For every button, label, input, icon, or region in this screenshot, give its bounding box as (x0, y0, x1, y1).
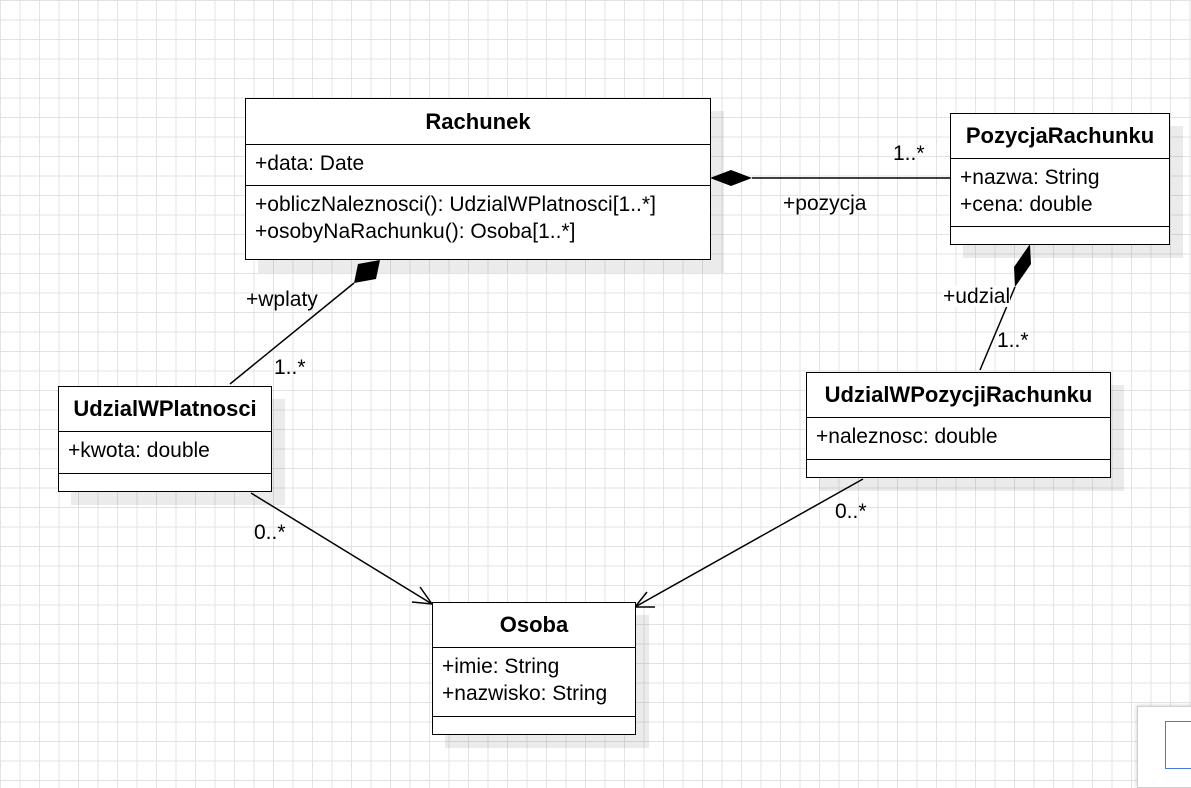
attribute: +nazwa: String (960, 166, 1100, 189)
multiplicity-udzial: 1..* (997, 329, 1029, 352)
multiplicity-pozycji-osoba: 0..* (835, 500, 867, 523)
attribute: +data: Date (255, 152, 365, 175)
operation: +osobyNaRachunku(): Osoba[1..*] (255, 220, 576, 243)
attribute: +naleznosc: double (816, 425, 998, 448)
operations-section (59, 474, 271, 490)
class-name: UdzialWPozycjiRachunku (807, 373, 1110, 418)
composition-diamond-pozycja (710, 170, 752, 186)
operations-section: +obliczNaleznosci(): UdzialWPlatnosci[1.… (246, 186, 710, 258)
operations-section (951, 227, 1169, 243)
minimap-viewport[interactable] (1165, 721, 1191, 769)
role-pozycja: +pozycja (783, 192, 867, 215)
role-wplaty: +wplaty (246, 288, 318, 311)
attribute: +imie: String (442, 655, 560, 678)
class-name: Osoba (433, 603, 635, 648)
class-name: PozycjaRachunku (951, 114, 1169, 159)
attributes-section: +imie: String +nazwisko: String (433, 648, 635, 717)
class-name: UdzialWPlatnosci (59, 387, 271, 432)
attribute: +nazwisko: String (442, 682, 608, 705)
attribute: +kwota: double (68, 439, 210, 462)
attribute: +cena: double (960, 193, 1093, 216)
attributes-section: +nazwa: String +cena: double (951, 159, 1169, 227)
operations-section (433, 717, 635, 733)
multiplicity-platnosci-osoba: 0..* (254, 521, 286, 544)
role-udzial: +udzial (943, 285, 1011, 308)
assoc-rachunek-wplaty[interactable] (229, 282, 355, 385)
class-name: Rachunek (246, 99, 710, 145)
assoc-pozycji-osoba[interactable] (634, 478, 864, 608)
multiplicity-wplaty: 1..* (274, 356, 306, 379)
operations-section (807, 460, 1110, 476)
attributes-section: +data: Date (246, 145, 710, 186)
class-udzial-w-pozycji-rachunku[interactable]: UdzialWPozycjiRachunku +naleznosc: doubl… (806, 372, 1111, 478)
assoc-platnosci-osoba[interactable] (250, 492, 433, 605)
attributes-section: +naleznosc: double (807, 418, 1110, 460)
class-udzial-w-platnosci[interactable]: UdzialWPlatnosci +kwota: double (58, 386, 272, 492)
class-pozycja-rachunku[interactable]: PozycjaRachunku +nazwa: String +cena: do… (950, 113, 1170, 245)
class-rachunek[interactable]: Rachunek +data: Date +obliczNaleznosci()… (245, 98, 711, 260)
operation: +obliczNaleznosci(): UdzialWPlatnosci[1.… (255, 193, 656, 216)
attributes-section: +kwota: double (59, 432, 271, 474)
composition-diamond-wplaty (354, 260, 380, 283)
multiplicity-pozycja: 1..* (893, 142, 925, 165)
composition-diamond-udzial (1014, 244, 1031, 287)
class-osoba[interactable]: Osoba +imie: String +nazwisko: String (432, 602, 636, 735)
outline-minimap[interactable] (1137, 706, 1191, 788)
